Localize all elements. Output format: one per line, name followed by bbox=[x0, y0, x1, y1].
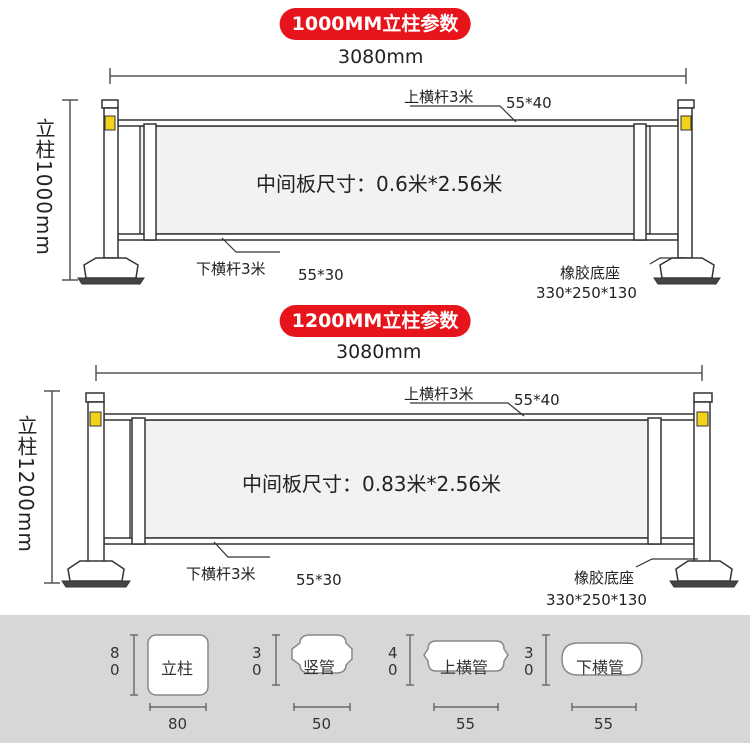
profile-post-name: 立柱 bbox=[161, 659, 194, 678]
top-rail-label: 上横杆3米 bbox=[404, 385, 474, 403]
profile-vertical-tube-width: 50 bbox=[312, 715, 332, 733]
profile-lower-rail-height: 3 0 bbox=[524, 644, 534, 679]
top-rail-size: 55*40 bbox=[514, 391, 560, 409]
section-1200mm: 1200MM立柱参数 3080mm 立柱1200mm 上横杆3米 55*40 中… bbox=[0, 305, 750, 615]
profile-vertical-tube-height: 3 0 bbox=[252, 644, 262, 679]
rubber-base-label: 橡胶底座 bbox=[560, 264, 621, 282]
profile-post-height: 8 0 bbox=[110, 644, 120, 679]
profile-lower-rail-name: 下横管 bbox=[576, 658, 625, 677]
rubber-base-label: 橡胶底座 bbox=[574, 569, 635, 587]
panel-size-label: 中间板尺寸：0.83米*2.56米 bbox=[242, 472, 502, 496]
top-rail-size: 55*40 bbox=[506, 94, 552, 112]
post-height-label: 立柱1000mm bbox=[32, 118, 56, 256]
width-dimension-label: 3080mm bbox=[336, 341, 422, 363]
profile-vertical-tube-name: 竖管 bbox=[303, 658, 336, 677]
profile-upper-rail-width: 55 bbox=[456, 715, 476, 733]
post-height-label: 立柱1200mm bbox=[14, 415, 38, 553]
fence-drawing-1200mm bbox=[44, 365, 739, 588]
bottom-rail-size: 55*30 bbox=[298, 266, 344, 284]
bottom-rail-size: 55*30 bbox=[296, 571, 342, 589]
bottom-rail-label: 下横杆3米 bbox=[196, 260, 266, 278]
section-1000mm: 1000MM立柱参数 3080mm 立柱1000mm 上横杆3米 55*40 中… bbox=[0, 0, 750, 310]
panel-size-label: 中间板尺寸：0.6米*2.56米 bbox=[256, 172, 503, 196]
section-title: 1000MM立柱参数 bbox=[279, 8, 471, 40]
profile-drawings bbox=[130, 634, 643, 711]
profile-band: 立柱 8 0 80 竖管 3 0 50 上横管 4 0 55 下横管 3 0 5… bbox=[0, 615, 750, 743]
top-rail-label: 上横杆3米 bbox=[404, 88, 474, 106]
width-dimension-label: 3080mm bbox=[338, 46, 424, 68]
rubber-base-size: 330*250*130 bbox=[536, 284, 637, 302]
fence-drawing-1000mm bbox=[62, 68, 721, 285]
rubber-base-size: 330*250*130 bbox=[546, 591, 647, 609]
profile-upper-rail-name: 上横管 bbox=[440, 658, 489, 677]
bottom-rail-label: 下横杆3米 bbox=[186, 565, 256, 583]
profile-lower-rail-width: 55 bbox=[594, 715, 614, 733]
profile-upper-rail-height: 4 0 bbox=[388, 644, 398, 679]
profile-post-width: 80 bbox=[168, 715, 188, 733]
section-title: 1200MM立柱参数 bbox=[279, 305, 471, 337]
